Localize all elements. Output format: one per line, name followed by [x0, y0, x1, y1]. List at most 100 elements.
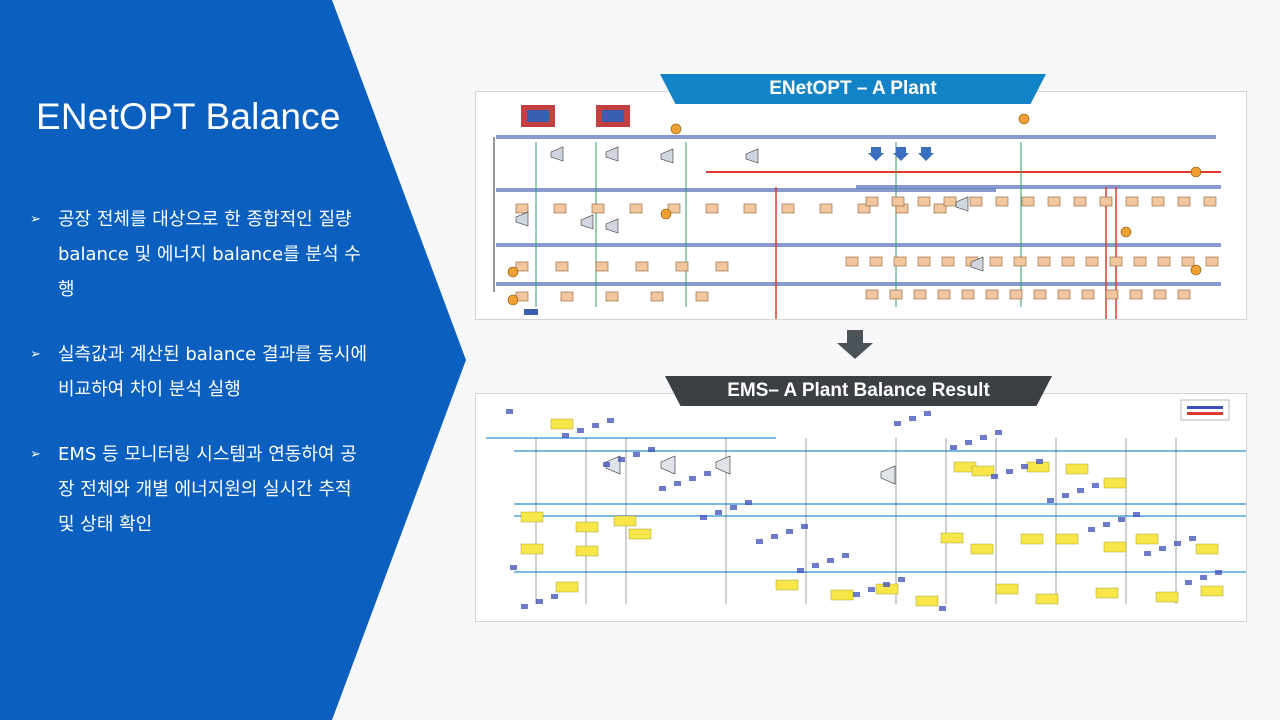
yellow-label — [995, 583, 1019, 595]
turbine-shape — [550, 146, 564, 162]
value-marker — [883, 582, 890, 587]
value-marker — [1077, 488, 1084, 493]
value-marker — [577, 428, 584, 433]
equipment-block — [1177, 196, 1191, 207]
yellow-label — [1035, 593, 1059, 605]
value-marker — [756, 539, 763, 544]
value-marker — [801, 524, 808, 529]
value-marker — [1185, 580, 1192, 585]
value-marker — [1215, 570, 1222, 575]
tank-circle — [507, 266, 519, 278]
yellow-label — [1020, 533, 1044, 545]
equipment-block — [560, 291, 574, 302]
equipment-block — [893, 256, 907, 267]
equipment-block — [989, 256, 1003, 267]
value-marker — [1006, 469, 1013, 474]
value-marker — [995, 430, 1002, 435]
turbine-shape — [605, 146, 619, 162]
equipment-block — [1009, 289, 1023, 300]
bottom-panel-banner: EMS– A Plant Balance Result — [665, 376, 1052, 406]
equipment-block — [1021, 196, 1035, 207]
equipment-block — [1073, 196, 1087, 207]
stack-shape — [893, 147, 909, 161]
equipment-block — [1157, 256, 1171, 267]
yellow-label — [971, 465, 995, 477]
value-marker — [950, 445, 957, 450]
equipment-block — [1105, 289, 1119, 300]
yellow-label — [520, 543, 544, 555]
equipment-block — [667, 203, 681, 214]
value-marker — [510, 565, 517, 570]
tank-circle — [670, 123, 682, 135]
yellow-label — [575, 545, 599, 557]
value-marker — [700, 515, 707, 520]
equipment-block — [865, 196, 879, 207]
equipment-block — [650, 291, 664, 302]
value-marker — [1174, 541, 1181, 546]
turbine-shape — [955, 196, 969, 212]
bullet-item: ➢ EMS 등 모니터링 시스템과 연동하여 공장 전체와 개별 에너지원의 실… — [30, 437, 370, 542]
equipment-block — [1099, 196, 1113, 207]
value-marker — [603, 462, 610, 467]
value-marker — [521, 604, 528, 609]
equipment-block — [635, 261, 649, 272]
equipment-block — [1133, 256, 1147, 267]
bullet-item: ➢ 공장 전체를 대상으로 한 종합적인 질량 balance 및 에너지 ba… — [30, 202, 370, 307]
equipment-block — [515, 261, 529, 272]
legend-swatch — [1187, 412, 1223, 415]
bullet-text: 공장 전체를 대상으로 한 종합적인 질량 balance 및 에너지 bala… — [58, 209, 361, 300]
value-marker — [1118, 517, 1125, 522]
value-marker — [827, 558, 834, 563]
equipment-block — [555, 261, 569, 272]
equipment-block — [891, 196, 905, 207]
bullet-text: 실측값과 계산된 balance 결과를 동시에 비교하여 차이 분석 실행 — [58, 344, 368, 400]
equipment-block — [515, 203, 529, 214]
top-panel-banner: ENetOPT – A Plant — [660, 74, 1046, 104]
turbine-shape — [605, 218, 619, 234]
equipment-block — [629, 203, 643, 214]
legend-box — [1180, 399, 1230, 421]
header-line — [496, 282, 1221, 286]
equipment-block — [1081, 289, 1095, 300]
turbine-shape — [715, 455, 731, 475]
tank-circle — [1018, 113, 1030, 125]
equipment-block — [941, 256, 955, 267]
tank-circle — [1190, 166, 1202, 178]
yellow-label — [613, 515, 637, 527]
yellow-label — [830, 589, 854, 601]
turbine-shape — [660, 148, 674, 164]
equipment-block — [969, 196, 983, 207]
equipment-block — [1061, 256, 1075, 267]
value-marker — [689, 476, 696, 481]
value-marker — [786, 529, 793, 534]
yellow-label — [1200, 585, 1224, 597]
equipment-block — [1177, 289, 1191, 300]
value-marker — [607, 418, 614, 423]
legend-swatch — [1187, 406, 1223, 409]
boiler-block — [602, 110, 624, 122]
value-marker — [797, 568, 804, 573]
equipment-block — [675, 261, 689, 272]
yellow-label — [1103, 477, 1127, 489]
equipment-block — [1181, 256, 1195, 267]
yellow-label — [520, 511, 544, 523]
turbine-shape — [515, 211, 529, 227]
value-marker — [659, 486, 666, 491]
value-marker — [1159, 546, 1166, 551]
yellow-label — [555, 581, 579, 593]
header-line — [496, 243, 1221, 247]
arrow-bullet-icon: ➢ — [30, 347, 41, 362]
value-marker — [648, 447, 655, 452]
tank-circle — [660, 208, 672, 220]
equipment-block — [889, 289, 903, 300]
equipment-block — [705, 203, 719, 214]
equipment-block — [917, 196, 931, 207]
equipment-block — [995, 196, 1009, 207]
value-marker — [618, 457, 625, 462]
equipment-block — [985, 289, 999, 300]
value-marker — [842, 553, 849, 558]
process-flow-diagram — [493, 105, 1221, 319]
value-marker — [853, 592, 860, 597]
equipment-block — [1153, 289, 1167, 300]
equipment-block — [869, 256, 883, 267]
